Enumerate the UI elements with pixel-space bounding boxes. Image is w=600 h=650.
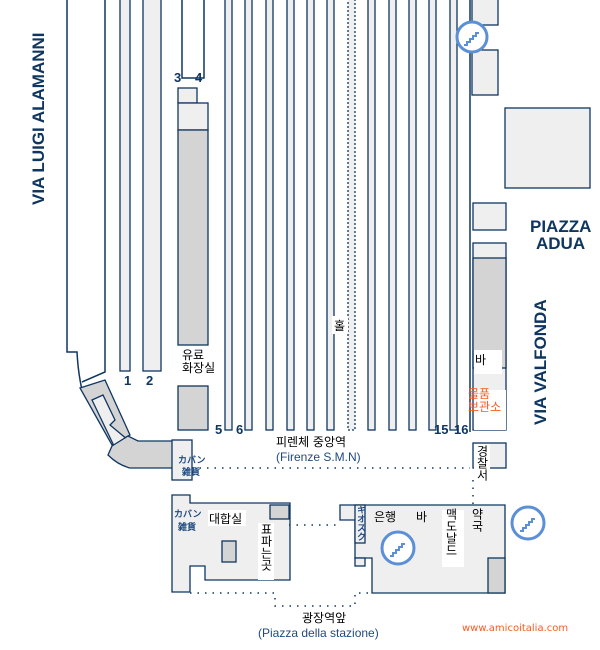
platform-label: 4 (195, 70, 203, 85)
waiting-bg (208, 510, 246, 526)
mcd-bg (442, 510, 464, 567)
square-name-en: (Piazza della stazione) (258, 626, 379, 640)
west-wall-inner (81, 0, 106, 383)
platform-label: 2 (146, 373, 153, 388)
east-building-3 (504, 107, 591, 189)
se-block (487, 557, 506, 594)
waiting-room-label: 대합실 (209, 512, 242, 526)
luggage-bg (474, 390, 506, 430)
bend-building-c (107, 435, 176, 469)
platform-label: 3 (174, 70, 181, 85)
bar-east-label: 바 (475, 353, 486, 367)
platform-3-4-top (177, 102, 209, 131)
hall-label: 홀 (334, 319, 345, 333)
sw-block-2 (221, 540, 237, 563)
bag-shop-top (171, 439, 193, 481)
luggage-label-2: 보관소 (468, 400, 501, 414)
east-building-1 (471, 0, 499, 26)
square-name-ko: 광장역앞 (302, 611, 346, 625)
platform-strip (286, 0, 295, 431)
bag-shop-label-2: 雑貨 (177, 521, 196, 533)
east-building-2 (471, 49, 499, 96)
platform-label: 5 (215, 422, 222, 437)
street-west: VIA LUIGI ALAMANNI (29, 32, 48, 205)
platform-2 (142, 0, 162, 372)
platform-label: 6 (236, 422, 243, 437)
kiosk-label: キオスク (355, 505, 366, 541)
mcdonalds-label: 맥도날드 (444, 508, 458, 556)
platform-strip (388, 0, 397, 431)
platform-dotted (347, 0, 356, 431)
bar-south-label: 바 (416, 510, 427, 524)
platform-1 (119, 0, 131, 372)
platform-strip (449, 0, 458, 431)
hall-bg (332, 316, 348, 334)
platform-strip (326, 0, 335, 431)
bag-shop-label: カバン (174, 509, 201, 520)
kiosk-box (354, 504, 366, 544)
se-small (354, 557, 366, 567)
bank-label: 은행 (374, 509, 396, 524)
east-building-4 (472, 202, 507, 231)
stairs-icon (380, 530, 416, 566)
street-east: VIA VALFONDA (531, 299, 550, 425)
piazza-adua-2: ADUA (536, 234, 585, 253)
stairs-icon (510, 505, 546, 541)
platform-label: 1 (124, 373, 131, 388)
police-label: 경찰서 (475, 445, 489, 481)
platform-3-4-block (177, 385, 209, 431)
platform-strip (224, 0, 233, 431)
stairs-icon (455, 20, 489, 54)
sw-block (269, 504, 290, 520)
station-name-ko: 피렌체 중앙역 (276, 435, 346, 449)
police-bg (474, 444, 490, 478)
platform-3-4-building (177, 129, 209, 346)
platform-label: 16 (454, 422, 468, 437)
platform-3-4-box (177, 87, 198, 104)
platform-strip (244, 0, 253, 431)
platform-3-4-end (181, 0, 205, 79)
pharmacy-label: 약국 (470, 507, 484, 532)
platform-strip (408, 0, 417, 431)
plaza-outline (190, 592, 372, 607)
west-wall (66, 0, 83, 391)
bag-shop-label-2: 雑貨 (181, 466, 200, 478)
bar-bg (474, 350, 502, 374)
ticket-bg (258, 523, 274, 580)
platform-strip (265, 0, 274, 431)
watermark: www.amicoitalia.com (462, 623, 568, 634)
ticket-office-label: 표파는곳 (259, 523, 273, 571)
bag-shop-label: カバン (178, 455, 205, 466)
toilet-label: 유료 (182, 348, 204, 362)
platform-strip (428, 0, 437, 431)
luggage-label: 물품 (468, 387, 490, 401)
platform-strip (367, 0, 376, 431)
piazza-adua-1: PIAZZA (530, 217, 591, 236)
toilet-bg (180, 347, 214, 375)
platform-strip (306, 0, 315, 431)
toilet-label-2: 화장실 (182, 361, 215, 375)
platform-label: 15 (434, 422, 448, 437)
station-name-en: (Firenze S.M.N) (276, 450, 361, 464)
